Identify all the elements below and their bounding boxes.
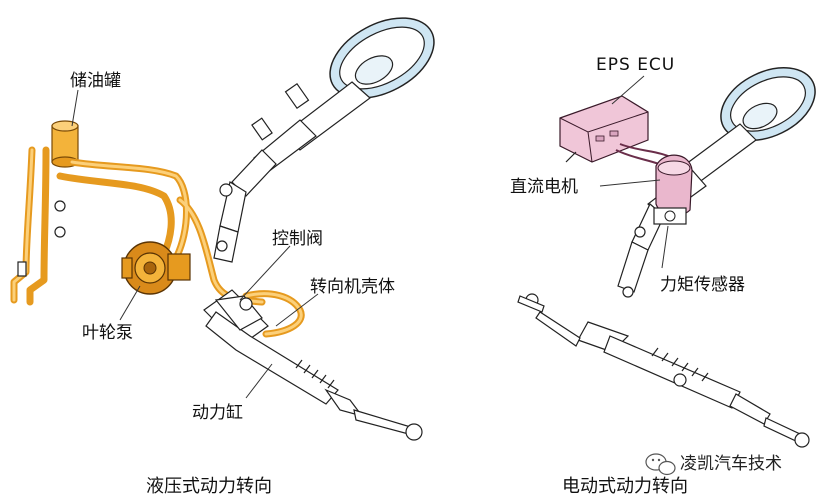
vane-pump [121, 241, 191, 295]
steering-housing-leader [275, 293, 319, 327]
hydraulic-steering-illustration [10, 17, 435, 441]
caption-electric: 电动式动力转向 [562, 476, 688, 497]
hydraulic-leader-lines [71, 89, 319, 399]
label-torque-sensor: 力矩传感器 [660, 275, 745, 295]
caption-hydraulic: 液压式动力转向 [146, 476, 272, 497]
vane-pump-leader [119, 285, 141, 321]
control-valve-leader [239, 245, 291, 301]
wechat-icon [645, 453, 676, 476]
torque-sensor [653, 207, 687, 225]
label-steering-housing: 转向机壳体 [310, 277, 395, 297]
label-dc-motor: 直流电机 [510, 177, 578, 197]
hydraulic-steering-gear [203, 289, 423, 441]
torque-sensor-leader [661, 225, 669, 269]
dc-motor-leader [599, 179, 661, 187]
power-cylinder-leader [245, 363, 273, 399]
hydraulic-steering-column [213, 81, 371, 263]
label-reservoir: 储油罐 [70, 71, 121, 91]
electric-steering-illustration [517, 67, 816, 448]
label-power-cylinder: 动力缸 [192, 402, 243, 423]
electric-leader-lines [599, 75, 669, 269]
eps-ecu-leader [611, 75, 645, 105]
dc-motor [655, 154, 693, 217]
label-control-valve: 控制阀 [272, 229, 323, 249]
label-vane-pump: 叶轮泵 [82, 323, 133, 343]
hydraulic-steering-wheel [329, 17, 435, 99]
watermark: 凌凯汽车技术 [645, 453, 782, 476]
electric-rack [517, 293, 810, 448]
label-eps-ecu: EPS ECU [596, 55, 675, 75]
reservoir-leader [71, 89, 79, 127]
electric-steering-wheel [720, 67, 816, 141]
watermark-text: 凌凯汽车技术 [680, 454, 782, 474]
eps-ecu-box [559, 95, 677, 171]
